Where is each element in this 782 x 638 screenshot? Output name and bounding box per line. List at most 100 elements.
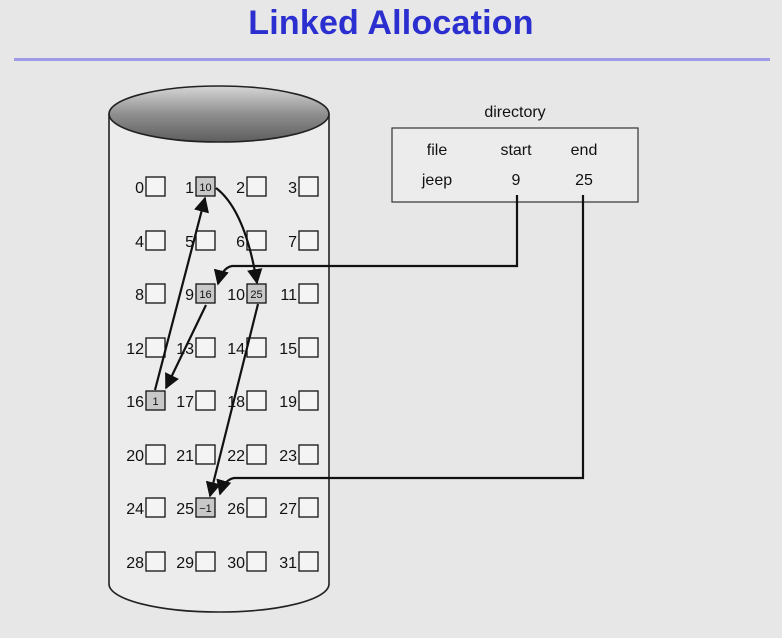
- link-10-to-25-arrow: [205, 303, 260, 498]
- disk-block-27: 27: [279, 497, 319, 518]
- free-block-box: [246, 444, 267, 465]
- disk-block-0: 0: [135, 176, 166, 197]
- disk-block-23: 23: [279, 444, 319, 465]
- disk-block-17: 17: [176, 390, 216, 411]
- block-number-label: 10: [227, 287, 245, 304]
- block-number-label: 5: [185, 234, 194, 251]
- block-number-label: 24: [126, 501, 144, 518]
- block-number-label: 14: [227, 341, 245, 358]
- disk-block-19: 19: [279, 390, 319, 411]
- block-number-label: 19: [279, 394, 297, 411]
- free-block-box: [145, 444, 166, 465]
- free-block-box: [246, 497, 267, 518]
- block-number-label: 29: [176, 555, 194, 572]
- directory-header-start: start: [500, 142, 532, 159]
- block-number-label: 3: [288, 180, 297, 197]
- block-number-label: 15: [279, 341, 297, 358]
- disk-block-3: 3: [288, 176, 319, 197]
- block-number-label: 9: [185, 287, 194, 304]
- free-block-box: [298, 497, 319, 518]
- disk-block-31: 31: [279, 551, 319, 572]
- directory-entry-end: 25: [575, 172, 593, 189]
- block-number-label: 25: [176, 501, 194, 518]
- disk-block-16: 16 1: [126, 390, 166, 411]
- link-9-to-16-arrow: [165, 304, 207, 390]
- disk-block-5: 5: [185, 230, 216, 251]
- free-block-box: [145, 283, 166, 304]
- block-number-label: 20: [126, 448, 144, 465]
- link-16-to-1-arrow: [153, 196, 209, 391]
- block-number-label: 23: [279, 448, 297, 465]
- block-number-label: 21: [176, 448, 194, 465]
- title-divider: [14, 58, 770, 61]
- disk-block-14: 14: [227, 337, 267, 358]
- page-title: Linked Allocation: [248, 4, 534, 42]
- used-block-box: [145, 390, 166, 411]
- used-block-box: [195, 283, 216, 304]
- used-block-box: [195, 497, 216, 518]
- free-block-box: [246, 176, 267, 197]
- block-number-label: 28: [126, 555, 144, 572]
- disk-block-2: 2: [236, 176, 267, 197]
- free-block-box: [195, 390, 216, 411]
- free-block-box: [298, 337, 319, 358]
- free-block-box: [195, 444, 216, 465]
- used-block-box: [195, 176, 216, 197]
- directory-entry-start: 9: [512, 172, 521, 189]
- block-number-label: 22: [227, 448, 245, 465]
- disk-block-7: 7: [288, 230, 319, 251]
- free-block-box: [298, 551, 319, 572]
- disk-block-26: 26: [227, 497, 267, 518]
- block-number-label: 4: [135, 234, 144, 251]
- block-number-label: 8: [135, 287, 144, 304]
- block-number-label: 2: [236, 180, 245, 197]
- disk-block-15: 15: [279, 337, 319, 358]
- disk-block-6: 6: [236, 230, 267, 251]
- block-pointer-value: 1: [152, 396, 158, 408]
- block-number-label: 17: [176, 394, 194, 411]
- end-pointer-arrow: [216, 195, 585, 496]
- disk-block-30: 30: [227, 551, 267, 572]
- disk-block-25: 25 −1: [176, 497, 216, 518]
- disk-block-21: 21: [176, 444, 216, 465]
- disk-block-20: 20: [126, 444, 166, 465]
- disk-block-13: 13: [176, 337, 216, 358]
- disk-block-9: 9 16: [185, 283, 216, 304]
- free-block-box: [246, 390, 267, 411]
- disk-block-29: 29: [176, 551, 216, 572]
- directory-entry-file: jeep: [421, 172, 452, 189]
- block-number-label: 18: [227, 394, 245, 411]
- disk-block-8: 8: [135, 283, 166, 304]
- free-block-box: [298, 444, 319, 465]
- directory-header-end: end: [571, 142, 598, 159]
- free-block-box: [145, 230, 166, 251]
- free-block-box: [145, 497, 166, 518]
- block-number-label: 31: [279, 555, 297, 572]
- free-block-box: [298, 283, 319, 304]
- block-number-label: 7: [288, 234, 297, 251]
- block-number-label: 27: [279, 501, 297, 518]
- start-pointer-arrow: [213, 195, 519, 286]
- free-block-box: [298, 176, 319, 197]
- directory-table: directory file start end jeep 9 25: [391, 104, 639, 203]
- block-pointer-value: −1: [199, 503, 212, 515]
- block-number-label: 12: [126, 341, 144, 358]
- block-number-label: 30: [227, 555, 245, 572]
- disk-top-cap: [108, 85, 330, 143]
- directory-header-file: file: [427, 142, 448, 159]
- block-number-label: 16: [126, 394, 144, 411]
- block-number-label: 1: [185, 180, 194, 197]
- block-pointer-value: 16: [199, 289, 211, 301]
- free-block-box: [145, 176, 166, 197]
- pointer-arrows: [153, 187, 585, 498]
- free-block-box: [298, 230, 319, 251]
- disk-block-4: 4: [135, 230, 166, 251]
- disk-block-10: 10 25: [227, 283, 267, 304]
- block-pointer-value: 25: [250, 289, 262, 301]
- block-number-label: 0: [135, 180, 144, 197]
- disk-block-22: 22: [227, 444, 267, 465]
- free-block-box: [145, 337, 166, 358]
- directory-label: directory: [484, 104, 545, 121]
